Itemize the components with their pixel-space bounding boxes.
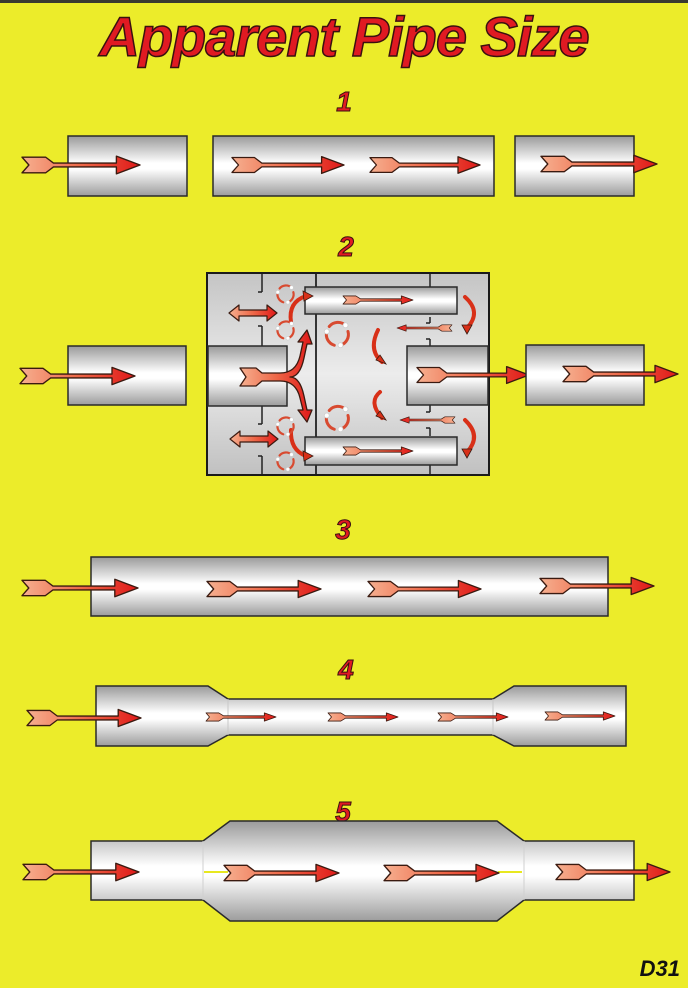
panel-3-number: 3 — [335, 514, 352, 546]
diagram-title: Apparent Pipe Size — [99, 4, 591, 69]
diagram-code: D31 — [639, 956, 680, 981]
flow-arrow-icon — [22, 862, 140, 882]
panel-5-expanded-pipe — [22, 820, 671, 922]
panel-1-separate-pipes — [21, 135, 658, 197]
panel-5-number: 5 — [335, 796, 352, 828]
panel-3-long-pipe — [21, 556, 655, 617]
flow-arrow-icon — [26, 708, 142, 728]
panel-2-muffler — [19, 272, 679, 476]
long-pipe — [90, 556, 609, 617]
flow-arrow-icon — [21, 578, 139, 598]
panel-4-restricted-pipe — [26, 685, 627, 747]
top-border — [0, 0, 688, 3]
panel-2-number: 2 — [338, 231, 355, 263]
expanded-pipe — [90, 820, 635, 922]
split-flow-arrow-icon — [239, 329, 313, 423]
panel-4-number: 4 — [338, 654, 355, 686]
panel-1-number: 1 — [336, 86, 353, 118]
